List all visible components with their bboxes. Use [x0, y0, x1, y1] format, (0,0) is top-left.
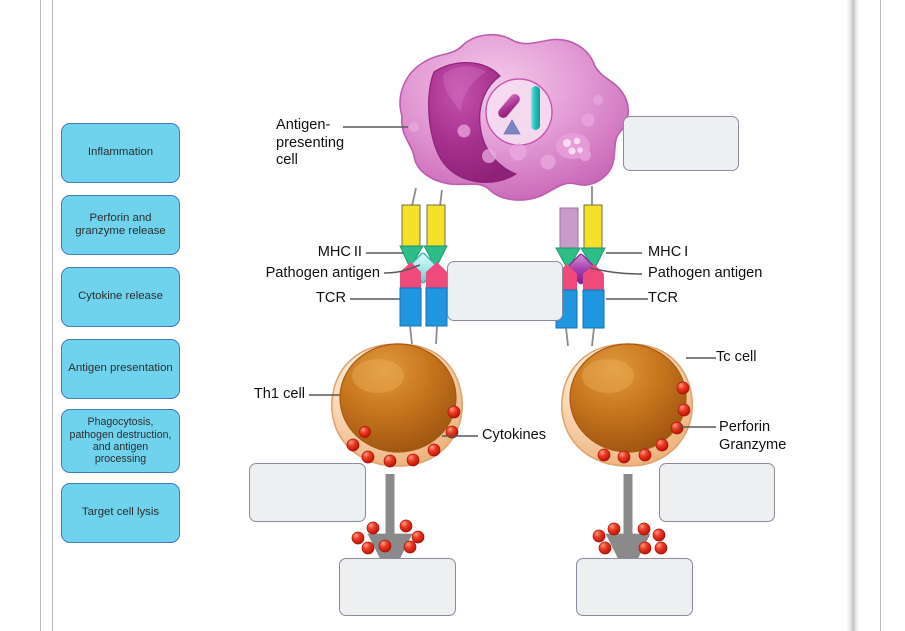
- tile-label: Inflammation: [87, 146, 154, 159]
- label-pathogen-antigen-left: Pathogen antigen: [265, 265, 380, 281]
- released-cytokines-th1: [351, 519, 425, 555]
- pathogen-antigen-left: [407, 252, 439, 284]
- tile-label: Target cell lysis: [81, 506, 160, 519]
- label-perforin-granzyme: Perforin Granzyme: [719, 419, 787, 453]
- label-tcr-right: TCR: [648, 290, 678, 306]
- tile-label: Cytokine release: [78, 290, 163, 303]
- label-tc-cell: Tc cell: [716, 349, 757, 365]
- dropzone-center[interactable]: [447, 261, 563, 321]
- tile-phagocytosis-pathogen-destruction[interactable]: Phagocytosis, pathogen destruction, and …: [61, 409, 180, 473]
- label-th1-cell: Th1 cell: [253, 386, 305, 402]
- label-antigen-presenting-cell: Antigen- presenting cell: [276, 117, 345, 169]
- perforin-granzyme-granules-tc: [597, 381, 691, 464]
- tile-perforin-granzyme-release[interactable]: Perforin and granzyme release: [61, 195, 180, 255]
- page-rule-right: [880, 0, 881, 631]
- dropzone-tc-right[interactable]: [659, 463, 775, 522]
- tile-label: Perforin and granzyme release: [75, 211, 166, 237]
- mhc-ii-tcr-complex: [399, 187, 448, 345]
- dropzone-th1-left[interactable]: [249, 463, 366, 522]
- pathogen-antigen-right: [565, 253, 597, 285]
- label-mhc-ii: MHC II: [317, 244, 362, 260]
- dropzone-th1-bottom[interactable]: [339, 558, 456, 616]
- label-pathogen-antigen-right: Pathogen antigen: [648, 265, 763, 281]
- tile-antigen-presentation[interactable]: Antigen presentation: [61, 339, 180, 399]
- page-rule-left-outer: [40, 0, 41, 631]
- th1-cell-graphic: [331, 343, 463, 579]
- tile-inflammation[interactable]: Inflammation: [61, 123, 180, 183]
- antigen-presenting-cell-graphic: [399, 33, 629, 201]
- leader-antigen-right: [589, 267, 643, 275]
- tile-label: Antigen presentation: [68, 362, 173, 375]
- tile-target-cell-lysis[interactable]: Target cell lysis: [61, 483, 180, 543]
- answer-tile-bank: Inflammation Perforin and granzyme relea…: [61, 0, 182, 631]
- dropzone-apc[interactable]: [623, 116, 739, 171]
- label-mhc-i: MHC I: [648, 244, 689, 260]
- label-tcr-left: TCR: [316, 290, 346, 306]
- tile-label: Phagocytosis, pathogen destruction, and …: [69, 416, 172, 466]
- leader-antigen-left: [383, 264, 421, 274]
- tc-cell-graphic: [561, 343, 693, 579]
- mhc-i-tcr-complex: [555, 186, 606, 347]
- page-rule-left-inner: [52, 0, 53, 631]
- released-perforin-granzyme: [592, 522, 668, 555]
- dropzone-tc-bottom[interactable]: [576, 558, 693, 616]
- tile-cytokine-release[interactable]: Cytokine release: [61, 267, 180, 327]
- cytokine-granules-th1: [346, 405, 461, 468]
- vertical-scrollbar[interactable]: [846, 0, 860, 631]
- label-cytokines: Cytokines: [482, 427, 547, 443]
